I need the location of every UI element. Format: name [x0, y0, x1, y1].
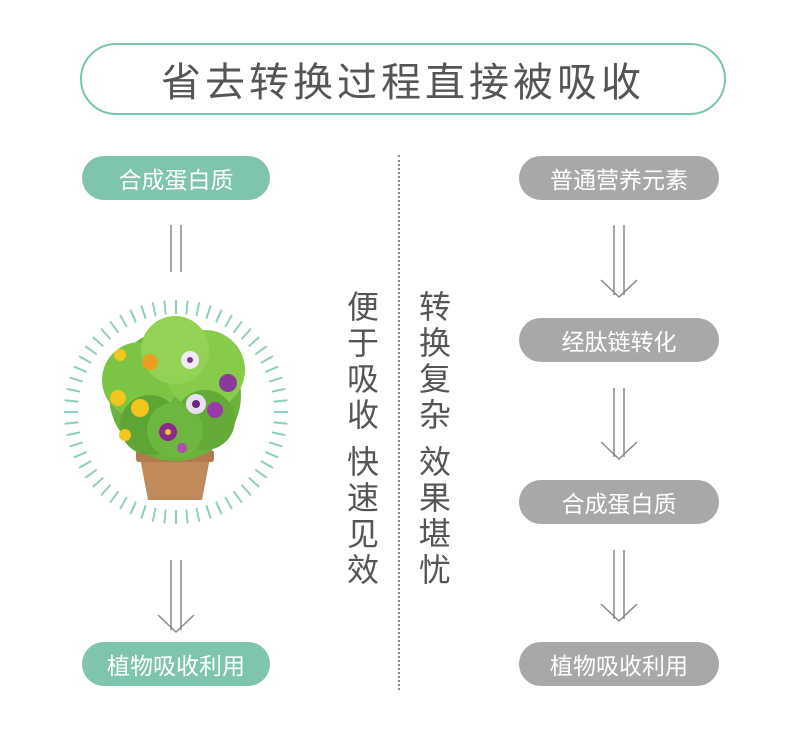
glow-ray — [100, 484, 112, 496]
right-step-1-pill: 普通营养元素 — [519, 156, 719, 200]
glow-ray — [64, 399, 79, 403]
title-text: 省去转换过程直接被吸收 — [161, 60, 645, 106]
right-down-arrow-2 — [600, 388, 638, 461]
glow-ray — [109, 320, 120, 334]
glow-ray — [69, 441, 84, 448]
left-top-pill: 合成蛋白质 — [82, 156, 270, 200]
glow-ray — [78, 460, 92, 469]
glow-ray — [66, 431, 81, 437]
glow-ray — [185, 300, 189, 315]
glow-ray — [84, 345, 98, 356]
glow-ray — [248, 476, 260, 488]
glow-ray — [195, 507, 201, 522]
right-step-4-pill: 植物吸收利用 — [519, 642, 719, 686]
glow-ray — [84, 468, 98, 479]
glow-ray — [254, 345, 268, 356]
glow-ray — [260, 460, 274, 469]
center-right-col-1: 转换复杂 — [414, 290, 452, 434]
glow-ray — [214, 501, 223, 515]
glow-ray — [254, 468, 268, 479]
glow-ray — [205, 504, 212, 519]
glow-ray — [265, 450, 279, 459]
glow-ray — [92, 476, 104, 488]
plant-glow-rays — [64, 300, 288, 524]
glow-ray — [92, 336, 104, 348]
left-bottom-label: 植物吸收利用 — [107, 654, 245, 680]
glow-ray — [268, 376, 283, 383]
left-down-arrow — [157, 560, 195, 634]
glow-ray — [205, 305, 212, 320]
right-step-2-label: 经肽链转化 — [561, 330, 677, 356]
glow-ray — [271, 387, 286, 393]
glow-ray — [271, 431, 286, 437]
glow-ray — [185, 509, 189, 524]
glow-ray — [140, 504, 147, 519]
title-banner: 省去转换过程直接被吸收 — [80, 43, 726, 115]
glow-ray — [214, 309, 223, 323]
glow-ray — [248, 336, 260, 348]
glow-ray — [265, 365, 279, 374]
glow-ray — [260, 355, 274, 364]
glow-ray — [69, 376, 84, 383]
glow-ray — [268, 441, 283, 448]
glow-ray — [100, 328, 112, 340]
right-step-3-label: 合成蛋白质 — [561, 492, 677, 518]
glow-ray — [273, 421, 288, 425]
right-step-3-pill: 合成蛋白质 — [519, 480, 719, 524]
right-down-arrow-3 — [600, 550, 638, 623]
glow-ray — [73, 450, 87, 459]
glow-ray — [140, 305, 147, 320]
left-bottom-pill: 植物吸收利用 — [82, 642, 270, 686]
glow-ray — [232, 490, 243, 504]
glow-ray — [151, 507, 157, 522]
center-divider — [398, 155, 400, 690]
right-step-2-pill: 经肽链转化 — [519, 318, 719, 362]
center-left-col-2: 快速见效 — [342, 445, 380, 589]
glow-ray — [195, 302, 201, 317]
glow-ray — [78, 355, 92, 364]
center-left-col-1: 便于吸收 — [342, 290, 380, 434]
glow-ray — [119, 496, 128, 510]
glow-ray — [273, 399, 288, 403]
glow-ray — [129, 309, 138, 323]
right-step-1-label: 普通营养元素 — [550, 168, 688, 194]
glow-ray — [163, 300, 167, 315]
potted-plant-icon — [102, 316, 245, 500]
glow-ray — [224, 496, 233, 510]
glow-ray — [163, 509, 167, 524]
glow-ray — [240, 484, 252, 496]
left-top-label: 合成蛋白质 — [118, 168, 234, 194]
glow-ray — [66, 387, 81, 393]
glow-ray — [151, 302, 157, 317]
glow-ray — [224, 314, 233, 328]
glow-ray — [129, 501, 138, 515]
glow-ray — [119, 314, 128, 328]
right-down-arrow-1 — [600, 225, 638, 299]
glow-ray — [232, 320, 243, 334]
left-connector-lines — [170, 225, 182, 272]
right-step-4-label: 植物吸收利用 — [550, 654, 688, 680]
glow-ray — [73, 365, 87, 374]
glow-ray — [240, 328, 252, 340]
glow-ray — [64, 421, 79, 425]
glow-ray — [109, 490, 120, 504]
center-right-col-2: 效果堪忧 — [414, 445, 452, 589]
